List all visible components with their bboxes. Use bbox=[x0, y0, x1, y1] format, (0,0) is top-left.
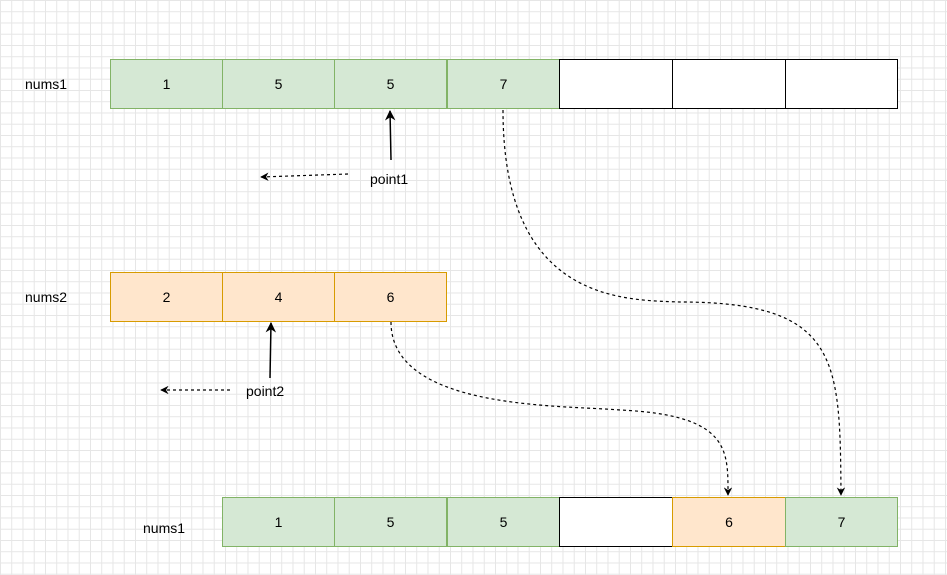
row3-empty-cell bbox=[559, 497, 673, 547]
row3-cell: 5 bbox=[447, 497, 560, 547]
point1-arrow bbox=[384, 109, 396, 161]
point1-move-arrow bbox=[260, 172, 349, 181]
point2-label: point2 bbox=[246, 383, 285, 399]
row1-empty-cell bbox=[672, 59, 786, 109]
row3-label: nums1 bbox=[143, 520, 186, 536]
row2-cell: 4 bbox=[222, 272, 335, 322]
curve-7-to-result bbox=[502, 109, 846, 496]
row3-cell: 1 bbox=[222, 497, 335, 547]
row1-cell: 5 bbox=[222, 59, 335, 109]
row2-label: nums2 bbox=[25, 289, 68, 305]
point2-arrow bbox=[265, 321, 277, 379]
row1-empty-cell bbox=[559, 59, 673, 109]
row3-cell: 5 bbox=[334, 497, 447, 547]
row1-cell: 7 bbox=[447, 59, 560, 109]
row2-cell: 6 bbox=[334, 272, 447, 322]
row1-empty-cell bbox=[785, 59, 898, 109]
row1-cell: 1 bbox=[110, 59, 223, 109]
row1-label: nums1 bbox=[25, 76, 68, 92]
row2-cell: 2 bbox=[110, 272, 223, 322]
row1-cell: 5 bbox=[334, 59, 447, 109]
curve-6-to-result bbox=[390, 321, 733, 496]
row3-cell: 7 bbox=[785, 497, 898, 547]
point1-label: point1 bbox=[370, 171, 409, 187]
row3-cell: 6 bbox=[672, 497, 786, 547]
